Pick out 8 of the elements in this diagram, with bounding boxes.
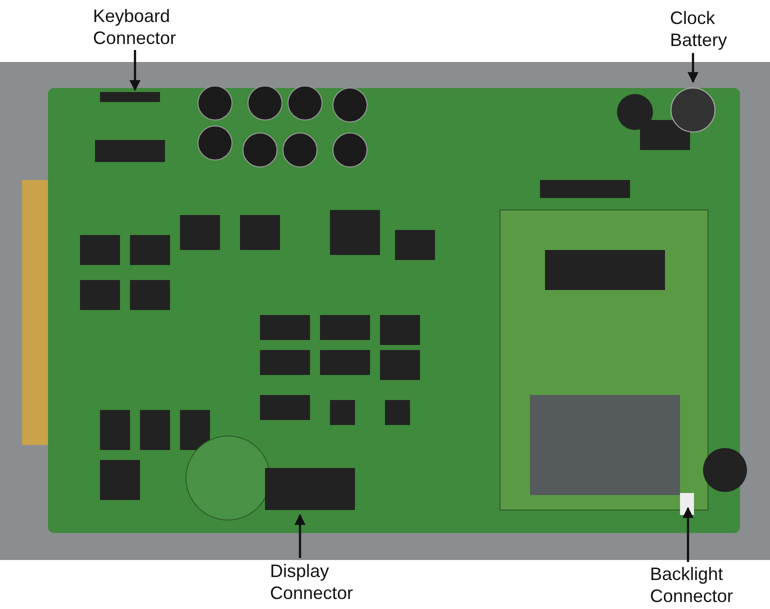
leader-arrow: [682, 506, 694, 562]
leader-arrow: [294, 514, 306, 558]
leader-arrow: [130, 50, 140, 92]
callout-label: Keyboard Connector: [93, 5, 203, 49]
callout-label: Clock Battery: [670, 7, 750, 51]
callout-label: Backlight Connector: [650, 563, 760, 607]
leader-arrow: [688, 53, 698, 84]
callout-label: Display Connector: [270, 560, 380, 604]
